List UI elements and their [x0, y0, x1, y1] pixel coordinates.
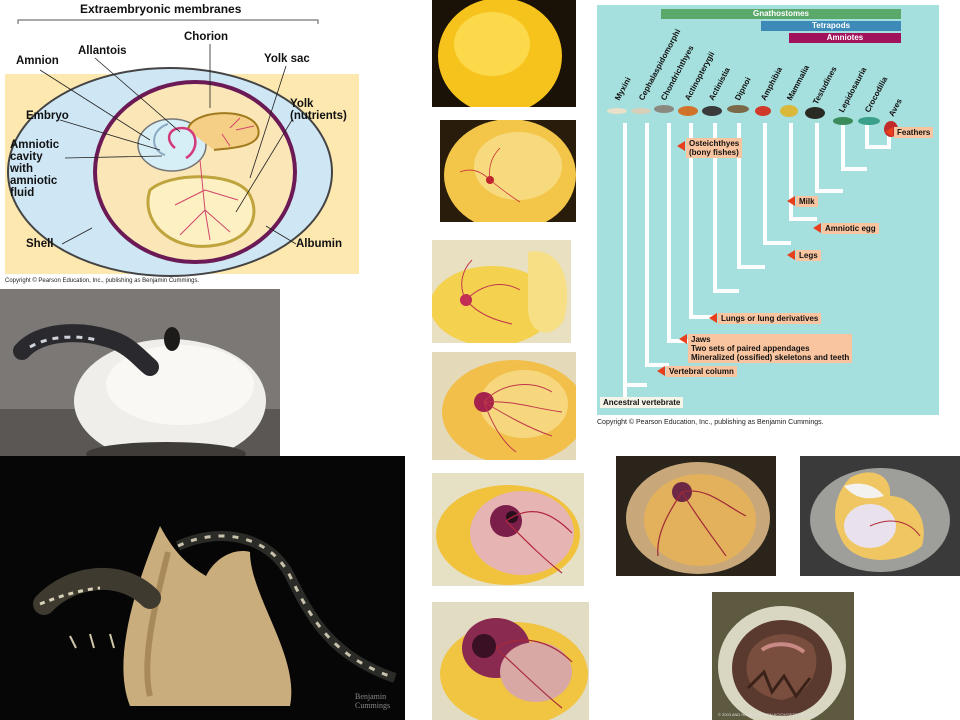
label-amniotic-line1: Amniotic [10, 139, 60, 151]
vertebrate-cladogram: Gnathostomes Tetrapods Amniotes [597, 5, 939, 415]
label-amnion: Amnion [16, 55, 59, 67]
trait-milk: Milk [796, 196, 818, 207]
egg-day-3-photo [440, 120, 576, 222]
snake-hatching-image [0, 289, 280, 472]
trait-osteichthyes-line1: Osteichthyes [689, 139, 740, 148]
trait-jaws-line1: Jaws [691, 335, 711, 344]
egg-day-5-photo [432, 240, 571, 343]
trait-jaws: Jaws Two sets of paired appendages Miner… [688, 334, 853, 363]
label-amniotic-line5: fluid [10, 187, 35, 199]
membranes-drawing [5, 19, 359, 277]
label-yolk-sac: Yolk sac [264, 53, 310, 65]
membranes-copyright: Copyright © Pearson Education, Inc., pub… [5, 278, 200, 284]
membranes-title: Extraembryonic membranes [80, 2, 242, 16]
label-amniotic-cavity: Amniotic cavity with amniotic fluid [10, 139, 59, 199]
snake-hatching-photo [0, 289, 280, 472]
label-allantois: Allantois [78, 45, 127, 57]
trait-osteichthyes-line2: (bony fishes) [689, 148, 739, 157]
cladogram-copyright: Copyright © Pearson Education, Inc., pub… [597, 419, 824, 426]
egg-day-7-image [432, 352, 576, 460]
label-amniotic-line3: with [10, 163, 33, 175]
label-embryo: Embryo [26, 110, 69, 122]
egg-day-17-photo [800, 456, 960, 576]
egg-day-13-photo [616, 456, 776, 576]
trait-legs: Legs [796, 250, 821, 261]
label-yolk-line1: Yolk [290, 98, 314, 110]
trait-feathers: Feathers [894, 127, 934, 138]
lizard-credit-line2: Cummings [355, 701, 391, 710]
egg-day-15-photo [432, 602, 589, 720]
amniotes-bar: Amniotes [789, 33, 901, 43]
egg-day-1-image [432, 0, 576, 107]
egg-day-7-photo [432, 352, 576, 460]
label-amniotic-line2: cavity [10, 151, 43, 163]
egg-day-10-image [432, 473, 584, 586]
label-yolk: Yolk (nutrients) [290, 98, 347, 122]
cladogram-tree [607, 105, 898, 401]
egg-day-5-image [432, 240, 571, 343]
chick-credit: © 2003 AND HANS JUERGEN KOCH/GETTY IMAGE… [718, 712, 817, 717]
egg-day-1-photo [432, 0, 576, 107]
lizard-credit: Benjamin Cummings [355, 692, 390, 710]
trait-jaws-line2: Two sets of paired appendages [691, 344, 810, 353]
trait-jaws-line3: Mineralized (ossified) skeletons and tee… [691, 353, 850, 362]
trait-ancestral-vertebrate: Ancestral vertebrate [600, 397, 684, 408]
lizard-hatching-photo: Benjamin Cummings [0, 456, 405, 720]
trait-osteichthyes: Osteichthyes (bony fishes) [686, 138, 743, 158]
label-amniotic-line4: amniotic [10, 175, 58, 187]
trait-vertebral-column: Vertebral column [666, 366, 737, 377]
label-chorion: Chorion [184, 31, 229, 43]
chick-hatching-image [712, 592, 854, 720]
trait-lungs: Lungs or lung derivatives [718, 313, 822, 324]
egg-day-3-image [440, 120, 576, 222]
gnathostomes-bar: Gnathostomes [661, 9, 901, 19]
label-albumin: Albumin [296, 238, 342, 250]
lizard-hatching-image [0, 456, 405, 720]
tetrapods-bar: Tetrapods [761, 21, 901, 31]
egg-day-13-image [616, 456, 776, 576]
label-yolk-line2: (nutrients) [290, 110, 347, 122]
trait-amniotic-egg: Amniotic egg [822, 223, 879, 234]
egg-day-15-image [432, 602, 589, 720]
lizard-credit-line1: Benjamin [355, 692, 387, 701]
chick-hatching-photo: © 2003 AND HANS JUERGEN KOCH/GETTY IMAGE… [712, 592, 854, 720]
membranes-diagram: Extraembryonic membranes Amnion Allantoi… [0, 0, 362, 290]
label-shell: Shell [26, 238, 54, 250]
egg-day-10-photo [432, 473, 584, 586]
egg-day-17-image [800, 456, 960, 576]
